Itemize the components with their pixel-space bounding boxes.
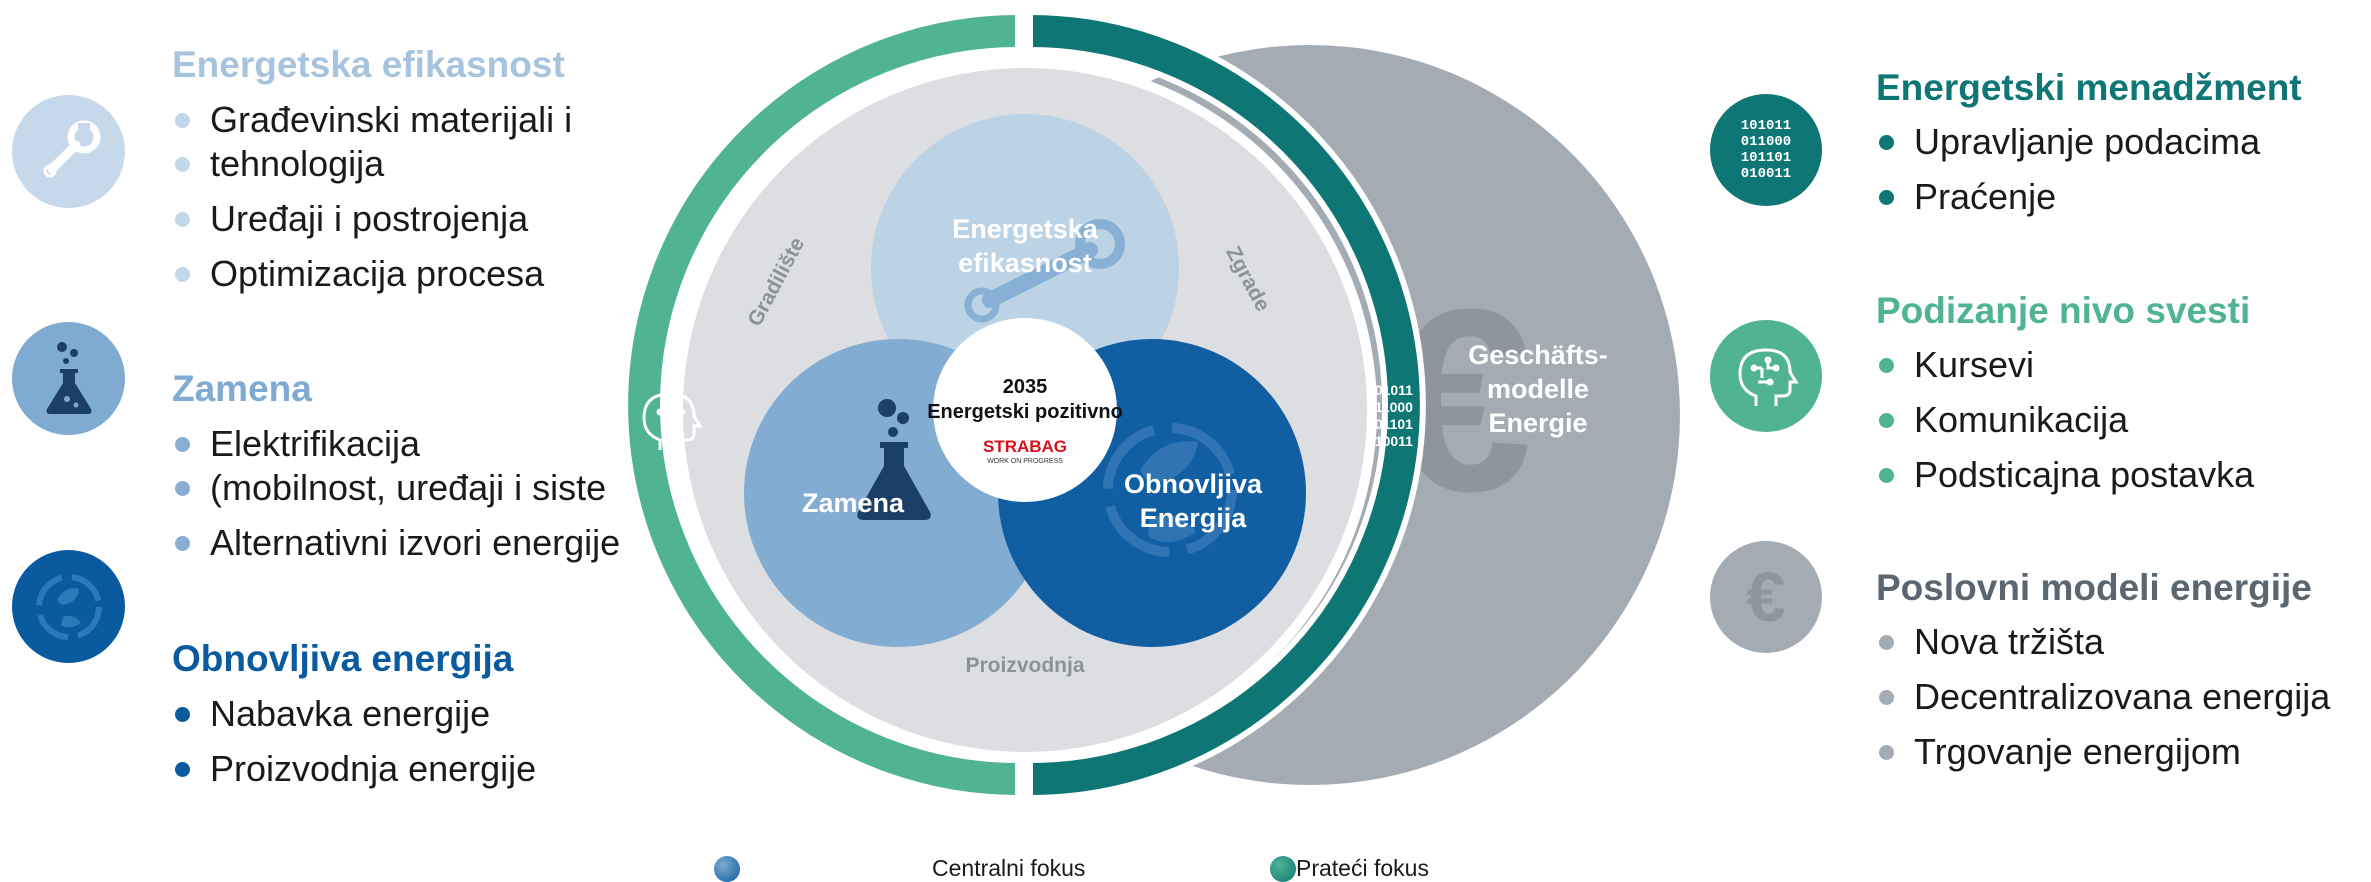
efficiency-venn-label: Energetska [952, 214, 1099, 244]
central-focus-label: Centralni fokus [932, 855, 1086, 881]
binary-row: 101011 [1367, 382, 1413, 398]
binary-row: 101011 [1740, 118, 1792, 134]
binary-row: 010011 [1740, 166, 1792, 182]
list-item: Komunikacija [1876, 398, 2254, 442]
awareness-heading: Podizanje nivo svesti [1876, 290, 2251, 331]
efficiency-venn-label: efikasnost [958, 248, 1092, 278]
efficiency-heading: Energetska efikasnost [172, 44, 565, 85]
list-item: Nabavka energije [172, 692, 536, 736]
business-model-icon-circle: € [1710, 541, 1822, 653]
energy-management-icon-circle: 101011 011000 101101 010011 [1710, 94, 1822, 206]
list-item: Trgovanje energijom [1876, 730, 2330, 774]
list-item: Kursevi [1876, 343, 2254, 387]
binary-row: 011000 [1367, 399, 1413, 415]
list-item: (mobilnost, uređaji i siste [172, 466, 637, 510]
center-year: 2035 [1003, 376, 1048, 398]
ring-brain-icon [642, 392, 703, 450]
business-model-label: Geschäfts- [1468, 340, 1608, 370]
brain-head-icon [1738, 348, 1799, 406]
substitution-heading: Zamena [172, 368, 312, 409]
awareness-list: Kursevi Komunikacija Podsticajna postavk… [1876, 343, 2254, 508]
efficiency-icon-circle [12, 95, 125, 208]
list-item: Nova tržišta [1876, 620, 2330, 664]
awareness-ring-half [622, 8, 1021, 802]
renewable-venn-label: Energija [1140, 503, 1248, 533]
list-item: Proizvodnja energije [172, 747, 536, 791]
leaf-icon [35, 573, 102, 640]
venn-leaf-icon [1103, 423, 1237, 557]
list-item: tehnologija [172, 142, 572, 186]
ring-label-production: Proizvodnja [965, 654, 1084, 677]
substitution-icon-circle [12, 322, 125, 435]
list-item: Alternativni izvori energije [172, 521, 637, 565]
renewable-heading: Obnovljiva energija [172, 638, 514, 679]
strabag-tagline: WORK ON PROGRESS [987, 458, 1063, 465]
flask-icon [46, 341, 91, 414]
binary-data-icon: 101011 011000 101101 010011 [1741, 118, 1791, 182]
list-item: Optimizacija procesa [172, 252, 572, 296]
substitution-list: Elektrifikacija (mobilnost, uređaji i si… [172, 422, 637, 576]
wrench-icon [43, 120, 100, 177]
strabag-logo: STRABAG [983, 437, 1067, 456]
center-goal: Energetski pozitivno [927, 401, 1123, 423]
efficiency-venn-circle [871, 114, 1179, 422]
efficiency-list: Građevinski materijali i tehnologija Ure… [172, 98, 572, 307]
list-item: Uređaji i postrojenja [172, 197, 572, 241]
renewable-venn-label: Obnovljiva [1124, 469, 1263, 499]
list-item: Decentralizovana energija [1876, 675, 2330, 719]
list-item: Građevinski materijali i [172, 98, 572, 142]
substitution-venn-label: Zamena [802, 488, 905, 518]
business-model-heading: Poslovni modeli energije [1876, 567, 2312, 608]
binary-row: 011000 [1740, 134, 1792, 150]
ring-binary-icon: 101011 011000 101101 010011 [1367, 382, 1413, 449]
supporting-focus-swatch [1270, 856, 1296, 882]
center-target-disc [933, 318, 1117, 502]
list-item: Upravljanje podacima [1876, 120, 2260, 164]
renewable-list: Nabavka energije Proizvodnja energije [172, 692, 536, 802]
list-item: Praćenje [1876, 175, 2260, 219]
binary-row: 101101 [1367, 416, 1413, 432]
business-model-label: Energie [1488, 408, 1587, 438]
business-model-label: modelle [1487, 374, 1589, 404]
venn-wrench-icon [964, 219, 1125, 323]
renewable-icon-circle [12, 550, 125, 663]
energy-management-heading: Energetski menadžment [1876, 67, 2302, 108]
energy-management-list: Upravljanje podacima Praćenje [1876, 120, 2260, 230]
list-item: Elektrifikacija [172, 422, 637, 466]
binary-row: 101101 [1740, 150, 1792, 166]
energy-diagram: € Energetska efikasnost Zamena Obnovljiv… [622, 8, 1680, 802]
central-focus-swatch [714, 856, 740, 882]
awareness-icon-circle [1710, 320, 1822, 432]
list-item: Podsticajna postavka [1876, 453, 2254, 497]
business-model-list: Nova tržišta Decentralizovana energija T… [1876, 620, 2330, 785]
venn-flask-icon [857, 399, 931, 520]
euro-icon: € [1746, 558, 1786, 636]
binary-row: 010011 [1367, 433, 1413, 449]
energy-management-ring-half [1027, 8, 1426, 802]
supporting-focus-label: Prateći fokus [1296, 855, 1429, 881]
